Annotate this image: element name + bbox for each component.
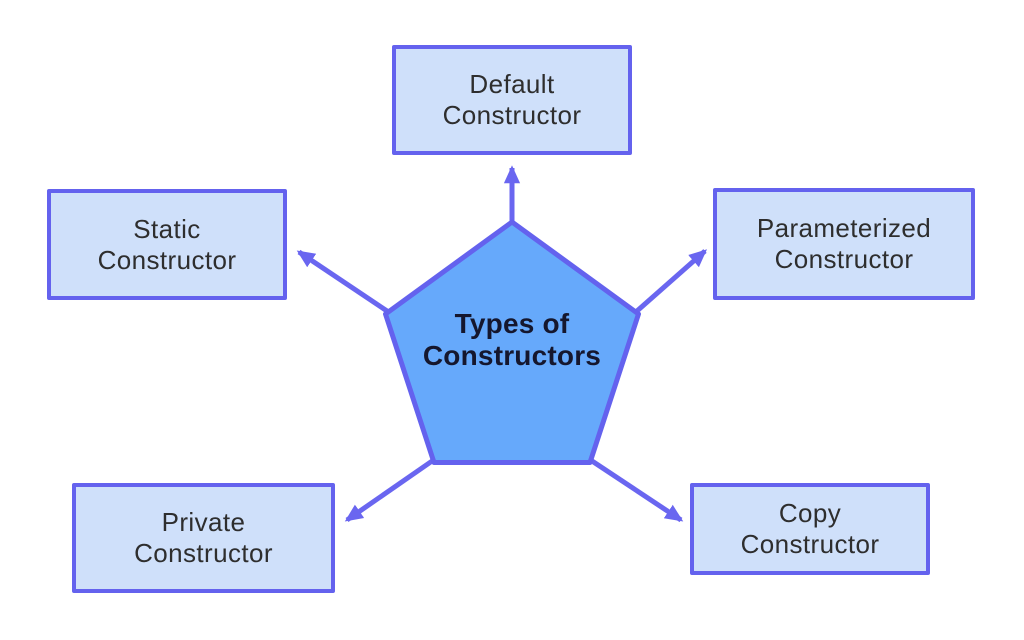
node-label-line2: Constructor bbox=[774, 244, 914, 274]
node-label-line1: Static bbox=[133, 213, 201, 244]
node-label-line2: Constructor bbox=[740, 529, 880, 559]
node-parameterized-constructor: Parameterized Constructor bbox=[713, 188, 975, 300]
connector-arrow-private bbox=[344, 456, 437, 523]
node-label-line2: Constructor bbox=[442, 100, 582, 130]
node-static-constructor: Static Constructor bbox=[47, 189, 287, 300]
node-label-line1: Copy bbox=[778, 498, 842, 529]
node-default-constructor: Default Constructor bbox=[392, 45, 632, 155]
node-label-line1: Parameterized bbox=[756, 213, 932, 244]
node-label-line1: Private bbox=[161, 507, 246, 538]
node-label-line1: Default bbox=[469, 69, 555, 100]
connector-arrow-copy bbox=[587, 456, 684, 523]
connector-arrow-static bbox=[296, 249, 389, 314]
node-private-constructor: Private Constructor bbox=[72, 483, 335, 593]
node-label-line2: Constructor bbox=[134, 538, 273, 568]
node-label-line2: Constructor bbox=[97, 244, 237, 275]
node-copy-constructor: Copy Constructor bbox=[690, 483, 930, 575]
connector-arrow-parameterized bbox=[635, 249, 708, 313]
pentagon-shape bbox=[383, 219, 641, 465]
